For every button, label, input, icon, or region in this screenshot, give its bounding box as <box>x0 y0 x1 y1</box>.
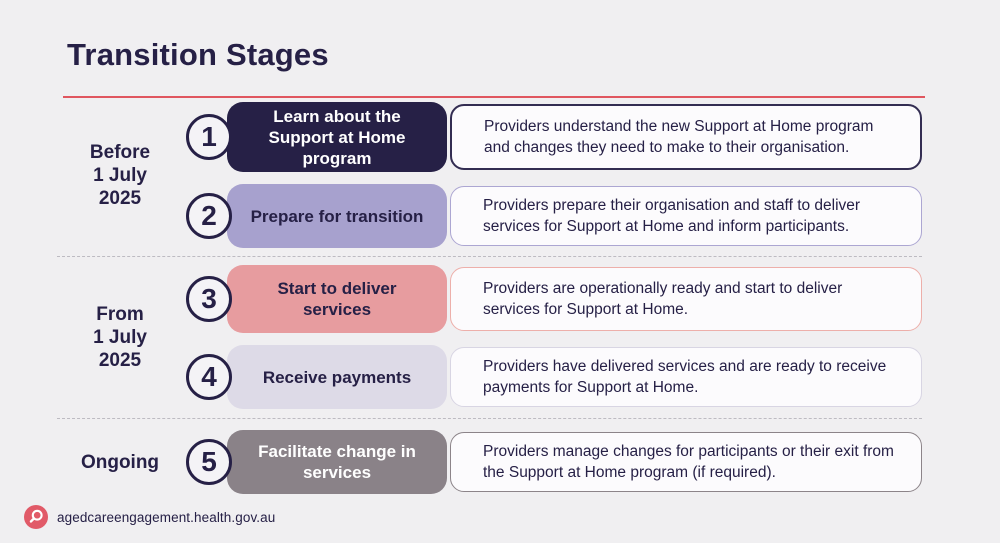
stage-pill-label: Start to deliver services <box>277 279 397 319</box>
stage-description-text: Providers manage changes for participant… <box>483 443 894 481</box>
stage-number-badge: 5 <box>186 439 232 485</box>
group-divider <box>57 256 922 257</box>
title-underline <box>63 96 925 98</box>
group-label-from-1-july-2025: From 1 July 2025 <box>93 303 147 371</box>
group-label-before-1-july-2025: Before 1 July 2025 <box>89 141 151 209</box>
stage-pill: Receive payments <box>227 345 447 409</box>
stage-description-card: Providers are operationally ready and st… <box>450 267 922 331</box>
stage-number: 1 <box>201 121 217 152</box>
stage-description-text: Providers prepare their organisation and… <box>483 197 861 235</box>
stage-number: 5 <box>201 446 217 477</box>
stage-pill-label: Prepare for transition <box>250 206 424 226</box>
stage-pill: Learn about the Support at Home program <box>227 102 447 172</box>
stage-number: 2 <box>201 200 217 231</box>
stage-pill-label: Learn about the Support at Home program <box>268 106 406 168</box>
stage-number-badge: 4 <box>186 354 232 400</box>
stage-number-badge: 3 <box>186 276 232 322</box>
stage-pill: Facilitate change in services <box>227 430 447 494</box>
search-icon <box>29 509 43 523</box>
stage-number: 4 <box>201 361 217 392</box>
stage-description-card: Providers prepare their organisation and… <box>450 186 922 246</box>
stage-number-badge: 2 <box>186 193 232 239</box>
magnifier-icon <box>24 505 48 529</box>
stage-description-text: Providers are operationally ready and st… <box>483 280 843 318</box>
group-divider <box>57 418 922 419</box>
page-title: Transition Stages <box>67 37 329 72</box>
stage-description-text: Providers have delivered services and ar… <box>483 358 887 396</box>
stage-description-text: Providers understand the new Support at … <box>484 118 874 156</box>
group-label-ongoing: Ongoing <box>80 451 160 473</box>
footer-url-link[interactable]: agedcareengagement.health.gov.au <box>57 510 276 525</box>
stage-description-card: Providers manage changes for participant… <box>450 432 922 492</box>
stage-pill-label: Receive payments <box>262 367 412 387</box>
stage-pill: Prepare for transition <box>227 184 447 248</box>
stage-number-badge: 1 <box>186 114 232 160</box>
stage-pill-label: Facilitate change in services <box>258 442 416 482</box>
stage-description-card: Providers have delivered services and ar… <box>450 347 922 407</box>
stage-pill: Start to deliver services <box>227 265 447 333</box>
stage-description-card: Providers understand the new Support at … <box>450 104 922 170</box>
stage-number: 3 <box>201 283 217 314</box>
